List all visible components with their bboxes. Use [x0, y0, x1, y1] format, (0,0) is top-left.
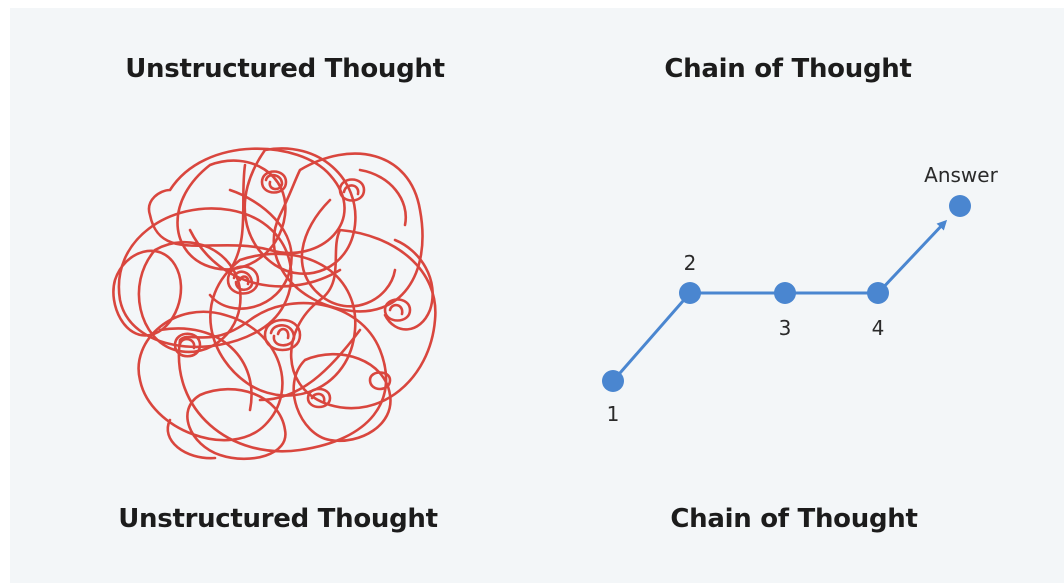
unstructured-thought-title-top: Unstructured Thought	[125, 54, 445, 84]
chain-answer-label: Answer	[924, 163, 998, 187]
chain-node-label-3: 3	[779, 316, 792, 340]
chain-node-4	[867, 282, 889, 304]
unstructured-thought-title-bottom: Unstructured Thought	[118, 504, 438, 534]
chain-node-label-2: 2	[684, 251, 697, 275]
chain-diagram: 1 2 3 4 Answer	[602, 163, 999, 426]
chain-of-thought-title-bottom: Chain of Thought	[670, 504, 918, 534]
chain-node-3	[774, 282, 796, 304]
chain-node-answer	[949, 195, 971, 217]
chain-node-label-4: 4	[872, 316, 885, 340]
chain-node-label-1: 1	[607, 402, 620, 426]
chain-link-4-answer-arrow	[876, 219, 948, 295]
chain-link-1-2	[611, 292, 692, 382]
tangled-scribble	[112, 147, 437, 461]
chain-of-thought-title-top: Chain of Thought	[664, 54, 912, 84]
chain-node-2	[679, 282, 701, 304]
chain-node-1	[602, 370, 624, 392]
